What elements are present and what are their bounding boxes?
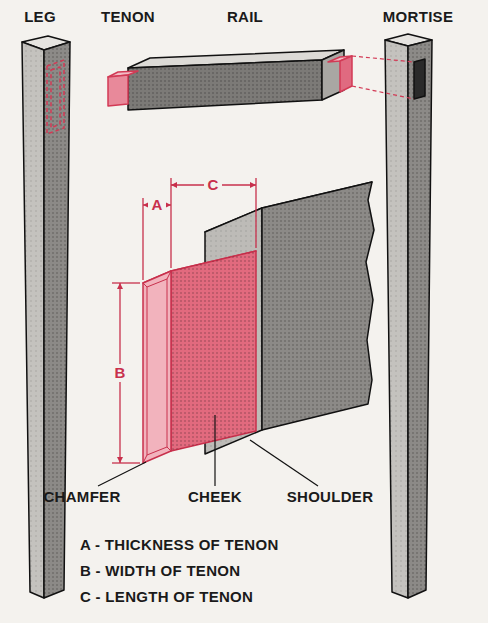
key-line: C - LENGTH OF TENON: [80, 588, 253, 606]
part-name: RAIL: [227, 8, 263, 26]
dimension-letter: A: [148, 196, 165, 214]
part-name: SHOULDER: [287, 488, 374, 506]
dimension-letter: C: [204, 176, 221, 194]
leg-left: [22, 36, 70, 598]
leg-right: [385, 34, 432, 598]
tenon-detail: [143, 251, 256, 463]
part-name: LEG: [24, 8, 56, 26]
rail: [108, 50, 414, 110]
dimension-lines: [112, 178, 256, 463]
part-name: CHEEK: [188, 488, 242, 506]
leader-lines: [98, 415, 318, 486]
dimension-letter: B: [111, 364, 128, 382]
key-line: B - WIDTH OF TENON: [80, 562, 240, 580]
part-name: TENON: [101, 8, 155, 26]
part-name: MORTISE: [383, 8, 453, 26]
part-name: CHAMFER: [43, 488, 120, 506]
key-line: A - THICKNESS OF TENON: [80, 536, 279, 554]
